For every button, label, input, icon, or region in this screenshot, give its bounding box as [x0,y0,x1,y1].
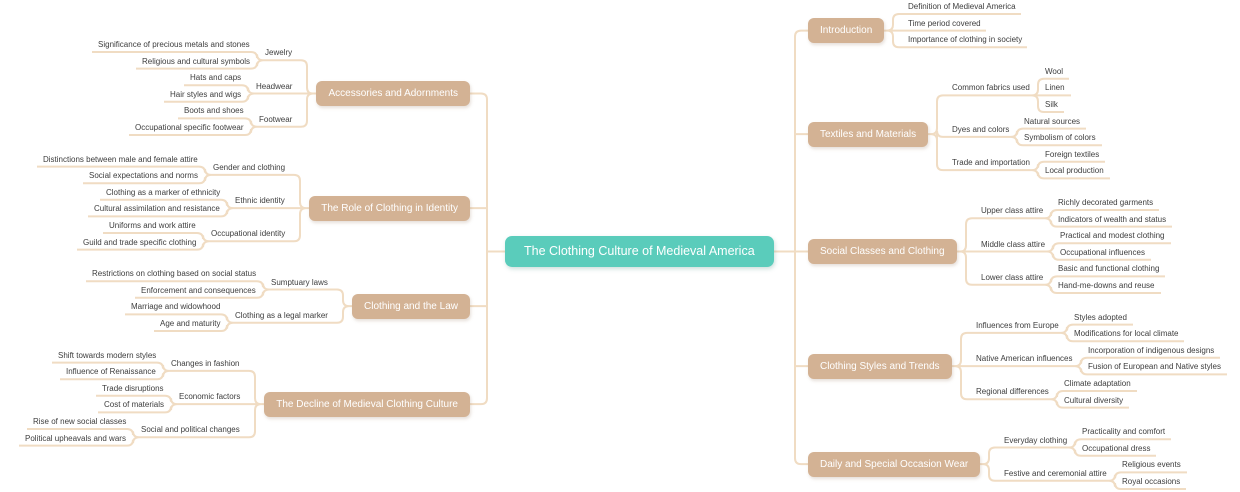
subtopic-node[interactable]: Royal occasions [1122,477,1181,486]
branch-topic-node[interactable]: Clothing Styles and Trends [808,353,952,379]
topic-node[interactable]: Influences from Europe [976,320,1059,330]
branch-topic-node[interactable]: The Role of Clothing in Identity [309,195,470,221]
subtopic-node[interactable]: Religious and cultural symbols [142,56,251,66]
subtopic-node[interactable]: Incorporation of indigenous designs [1088,345,1215,355]
subtopic-node[interactable]: Cultural assimilation and resistance [94,204,220,214]
topic-node[interactable]: Festive and ceremonial attire [1004,468,1107,478]
subtopic-node[interactable]: Hand-me-downs and reuse [1058,281,1155,290]
subtopic-node[interactable]: Basic and functional clothing [1058,264,1160,274]
subtopic-node[interactable]: Distinctions between male and female att… [43,154,198,164]
subtopic-node[interactable]: Climate adaptation [1064,379,1131,388]
root-topic-node[interactable]: The Clothing Culture of Medieval America [505,236,774,267]
subtopic-node[interactable]: Trade disruptions [102,383,164,393]
topic-node[interactable]: Jewelry [265,48,293,58]
subtopic-node[interactable]: Local production [1045,166,1104,176]
subtopic-node[interactable]: Age and maturity [160,319,221,328]
topic-node[interactable]: Regional differences [976,387,1049,397]
subtopic-node[interactable]: Significance of precious metals and ston… [98,40,250,49]
subtopic-node[interactable]: Natural sources [1024,116,1081,126]
topic-node[interactable]: Native American influences [976,354,1073,364]
branch-topic-node[interactable]: Accessories and Adornments [316,81,470,106]
branch-topic-node[interactable]: Daily and Special Occasion Wear [808,451,981,477]
subtopic-node[interactable]: Practicality and comfort [1082,427,1166,437]
subtopic-node[interactable]: Occupational specific footwear [135,123,244,132]
topic-node[interactable]: Changes in fashion [171,358,240,368]
branch-topic-node[interactable]: Social Classes and Clothing [808,239,957,264]
subtopic-node[interactable]: Enforcement and consequences [141,285,256,295]
subtopic-node[interactable]: Occupational influences [1060,247,1145,257]
subtopic-node[interactable]: Guild and trade specific clothing [83,237,197,247]
topic-node[interactable]: Upper class attire [981,206,1044,216]
topic-node[interactable]: Footwear [259,114,293,124]
subtopic-node[interactable]: Hats and caps [190,73,242,83]
subtopic-node[interactable]: Practical and modest clothing [1060,231,1165,241]
topic-node[interactable]: Middle class attire [981,239,1046,249]
topic-node[interactable]: Gender and clothing [213,162,286,172]
subtopic-node[interactable]: Marriage and widowhood [131,302,221,312]
subtopic-node[interactable]: Hair styles and wigs [170,89,242,99]
topic-node[interactable]: Trade and importation [952,158,1030,168]
subtopic-node[interactable]: Religious events [1122,460,1181,470]
topic-node[interactable]: Economic factors [179,392,241,402]
subtopic-node[interactable]: Wool [1045,66,1064,76]
branch-topic-node[interactable]: Clothing and the Law [352,293,470,319]
subtopic-node[interactable]: Political upheavals and wars [25,433,126,443]
branch-topic-node[interactable]: Introduction [808,18,885,44]
subtopic-node[interactable]: Uniforms and work attire [109,221,196,230]
subtopic-node[interactable]: Influence of Renaissance [66,367,156,377]
subtopic-node[interactable]: Fusion of European and Native styles [1088,362,1221,372]
subtopic-node[interactable]: Occupational dress [1082,443,1151,453]
topic-node[interactable]: Occupational identity [211,229,286,239]
topic-node[interactable]: Definition of Medieval America [908,2,1016,11]
branch-topic-node[interactable]: The Decline of Medieval Clothing Culture [264,391,470,417]
subtopic-node[interactable]: Clothing as a marker of ethnicity [106,187,221,197]
topic-node[interactable]: Importance of clothing in society [908,35,1023,45]
topic-node[interactable]: Sumptuary laws [271,277,328,287]
topic-node[interactable]: Headwear [256,81,293,91]
subtopic-node[interactable]: Linen [1045,83,1065,93]
topic-node[interactable]: Dyes and colors [952,124,1010,134]
topic-node[interactable]: Common fabrics used [952,83,1030,93]
branch-topic-node[interactable]: Textiles and Materials [808,121,929,147]
subtopic-node[interactable]: Social expectations and norms [89,171,198,181]
subtopic-node[interactable]: Shift towards modern styles [58,350,157,360]
subtopic-node[interactable]: Modifications for local climate [1074,329,1179,339]
topic-node[interactable]: Clothing as a legal marker [235,310,328,320]
subtopic-node[interactable]: Silk [1045,100,1058,109]
subtopic-node[interactable]: Indicators of wealth and status [1058,214,1167,224]
topic-node[interactable]: Everyday clothing [1004,435,1068,445]
topic-node[interactable]: Social and political changes [141,425,240,435]
subtopic-node[interactable]: Cost of materials [104,400,165,410]
subtopic-node[interactable]: Foreign textiles [1045,149,1100,159]
subtopic-node[interactable]: Styles adopted [1074,312,1127,322]
subtopic-node[interactable]: Restrictions on clothing based on social… [92,269,257,279]
topic-node[interactable]: Time period covered [908,18,981,28]
subtopic-node[interactable]: Symbolism of colors [1024,133,1096,143]
subtopic-node[interactable]: Cultural diversity [1064,395,1124,405]
subtopic-node[interactable]: Richly decorated garments [1058,198,1154,207]
subtopic-node[interactable]: Rise of new social classes [33,417,127,426]
topic-node[interactable]: Ethnic identity [235,196,285,206]
topic-node[interactable]: Lower class attire [981,272,1044,282]
subtopic-node[interactable]: Boots and shoes [184,106,244,116]
